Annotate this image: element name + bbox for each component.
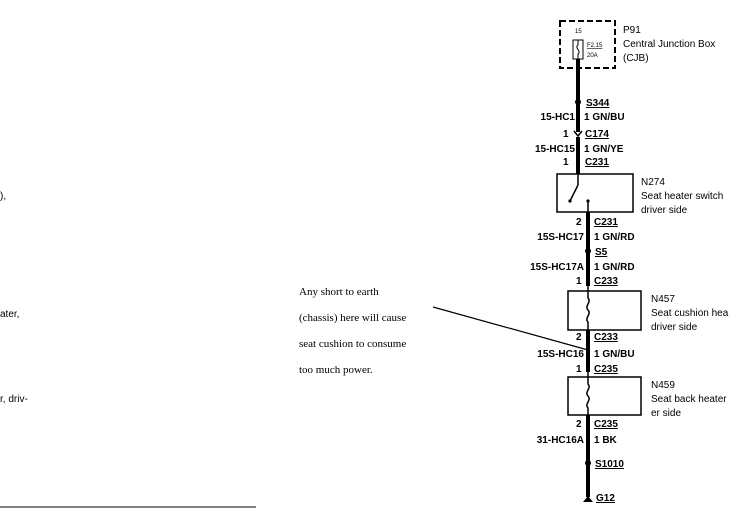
wire-5-spec: 1 GN/BU bbox=[594, 349, 635, 360]
connector-c231-top-label: C231 bbox=[585, 157, 609, 168]
wire-1-circuit: 15-HC1 bbox=[541, 112, 576, 123]
fuse-rating: 20A bbox=[587, 53, 598, 59]
cushion-heater-box bbox=[567, 290, 642, 331]
fuse-label: F2.15 bbox=[587, 43, 603, 49]
note-line-3: seat cushion to consume bbox=[299, 338, 406, 350]
cushion-heater-element-icon bbox=[586, 286, 590, 330]
fuse-box-name: Central Junction Box bbox=[623, 39, 715, 50]
splice-s1010-dot bbox=[585, 460, 591, 466]
fuse-box-ref: P91 bbox=[623, 25, 641, 36]
splice-s1010-label: S1010 bbox=[595, 459, 624, 470]
switch-lever-icon bbox=[569, 184, 579, 202]
connector-c174-label: C174 bbox=[585, 129, 609, 140]
wire-2-spec: 1 GN/YE bbox=[584, 144, 624, 155]
cushion-side: driver side bbox=[651, 322, 698, 333]
fuse-box-abbrev: (CJB) bbox=[623, 53, 649, 64]
back-side: er side bbox=[651, 408, 681, 419]
fuse-icon bbox=[576, 40, 580, 59]
splice-s344-label: S344 bbox=[586, 98, 610, 109]
wire-4-spec: 1 GN/RD bbox=[594, 262, 635, 273]
connector-c233-bottom-label: C233 bbox=[594, 332, 618, 343]
wire-segments bbox=[576, 59, 590, 497]
pin-c233-top: 1 bbox=[576, 276, 582, 287]
splice-s344-dot bbox=[575, 99, 581, 105]
wire-1-spec: 1 GN/BU bbox=[584, 112, 625, 123]
pin-c233-bottom: 2 bbox=[576, 332, 582, 343]
switch-name: Seat heater switch bbox=[641, 191, 723, 202]
left-fragment-3: r, driv- bbox=[0, 394, 28, 405]
switch-component-box bbox=[556, 173, 634, 213]
splice-s5-dot bbox=[585, 248, 591, 254]
ground-icon bbox=[583, 496, 593, 502]
switch-side: driver side bbox=[641, 205, 688, 216]
pin-c231-top: 1 bbox=[563, 157, 569, 168]
wire-5-circuit: 15S-HC16 bbox=[537, 349, 584, 360]
splice-s5-label: S5 bbox=[595, 247, 608, 258]
connector-c231-bottom-label: C231 bbox=[594, 217, 618, 228]
switch-ref: N274 bbox=[641, 177, 665, 188]
connector-c235-top-label: C235 bbox=[594, 364, 618, 375]
connector-c235-bottom-label: C235 bbox=[594, 419, 618, 430]
fuse-pin: 15 bbox=[575, 29, 582, 35]
cushion-name: Seat cushion hea bbox=[651, 308, 729, 319]
left-fragment-1: ), bbox=[0, 191, 6, 202]
pin-c174: 1 bbox=[563, 129, 569, 140]
back-heater-box bbox=[567, 376, 642, 416]
wire-4-circuit: 15S-HC17A bbox=[530, 262, 584, 273]
left-fragment-2: ater, bbox=[0, 309, 19, 320]
cushion-ref: N457 bbox=[651, 294, 675, 305]
back-ref: N459 bbox=[651, 380, 675, 391]
wire-6-spec: 1 BK bbox=[594, 435, 618, 446]
wire-2-circuit: 15-HC15 bbox=[535, 144, 575, 155]
pin-c235-bottom: 2 bbox=[576, 419, 582, 430]
connector-c233-top-label: C233 bbox=[594, 276, 618, 287]
note-pointer-line bbox=[432, 306, 589, 351]
wire-3-circuit: 15S-HC17 bbox=[537, 232, 584, 243]
back-heater-element-icon bbox=[586, 372, 590, 415]
note-line-4: too much power. bbox=[299, 364, 373, 376]
back-name: Seat back heater bbox=[651, 394, 727, 405]
wire-3-spec: 1 GN/RD bbox=[594, 232, 635, 243]
junction-box-outline bbox=[559, 20, 616, 69]
pin-c235-top: 1 bbox=[576, 364, 582, 375]
note-line-2: (chassis) here will cause bbox=[299, 312, 406, 324]
connector-c174-icon bbox=[573, 130, 583, 138]
pin-c231-bottom: 2 bbox=[576, 217, 582, 228]
ground-label: G12 bbox=[596, 493, 615, 504]
wire-6-circuit: 31-HC16A bbox=[537, 435, 584, 446]
note-line-1: Any short to earth bbox=[299, 286, 379, 298]
